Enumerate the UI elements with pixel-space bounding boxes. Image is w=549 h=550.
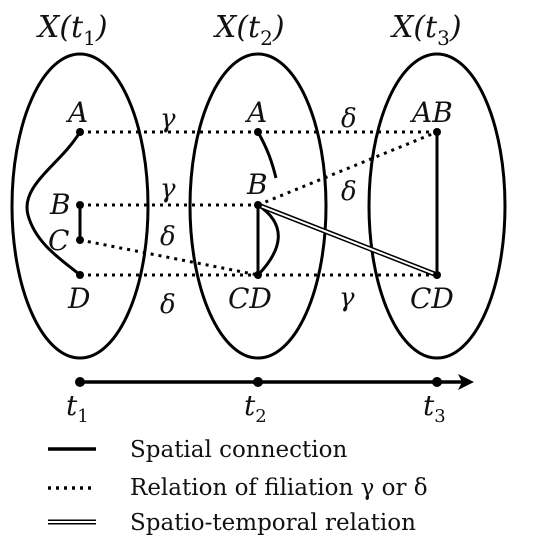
node-label-cd2: CD [228,282,272,315]
snapshot-ellipse-2 [188,52,328,360]
node-label-a1: A [65,96,88,129]
node-cd3 [433,271,441,279]
snapshot-title-2: X(t2) [213,10,285,50]
node-a1 [76,128,84,136]
relation-label-b2-ab3: δ [341,177,357,207]
timeline-label-2: t2 [244,389,267,427]
node-cd2 [254,271,262,279]
node-label-b1: B [49,188,71,221]
timeline-label-1: t1 [66,389,89,427]
legend: Spatial connection Relation of filiation… [48,437,428,536]
node-c1 [76,236,84,244]
timeline-tick-2 [253,377,263,387]
filiation-edge-b2-ab3 [257,130,438,207]
timeline-arrowhead [458,374,474,390]
node-a2 [254,128,262,136]
spatial-edges [25,131,439,277]
snapshot-title-3: X(t3) [390,10,462,50]
relation-label-d1-cd2: δ [160,290,176,320]
node-label-a2: A [244,96,267,129]
timeline [75,374,474,390]
relation-label-a1-a2: γ [160,104,176,134]
spatial-edge-a1-d1 [25,131,82,277]
spatial-edge-a2-b2 [256,131,278,179]
timeline-tick-1 [75,377,85,387]
node-d1 [76,271,84,279]
filiation-edges [79,130,438,277]
node-ab3 [433,128,441,136]
relation-label-c1-cd2: δ [160,222,176,252]
relation-label-cd2-cd3: γ [339,283,355,313]
node-label-b2: B [246,168,268,201]
node-label-c1: C [48,224,69,257]
snapshot-ellipse-1 [10,52,150,360]
legend-label-double: Spatio-temporal relation [130,510,416,536]
snapshot-ellipse-3 [367,52,507,360]
timeline-label-3: t3 [423,389,446,427]
node-b2 [254,201,262,209]
snapshot-title-1: X(t1) [36,10,108,50]
node-label-ab3: AB [409,96,453,129]
filiation-edge-c1-cd2 [79,238,259,277]
spatial-edge-b2-cd2-curve [256,203,280,277]
timeline-tick-3 [432,377,442,387]
node-dots [76,128,441,279]
legend-label-dotted: Relation of filiation γ or δ [130,475,428,501]
node-label-d1: D [67,282,90,315]
legend-label-solid: Spatial connection [130,437,347,463]
relation-label-a2-ab3: δ [341,104,357,134]
spatio-temporal-edge [257,202,438,278]
node-b1 [76,201,84,209]
node-label-cd3: CD [410,282,454,315]
relation-label-b1-b2: γ [160,174,176,204]
